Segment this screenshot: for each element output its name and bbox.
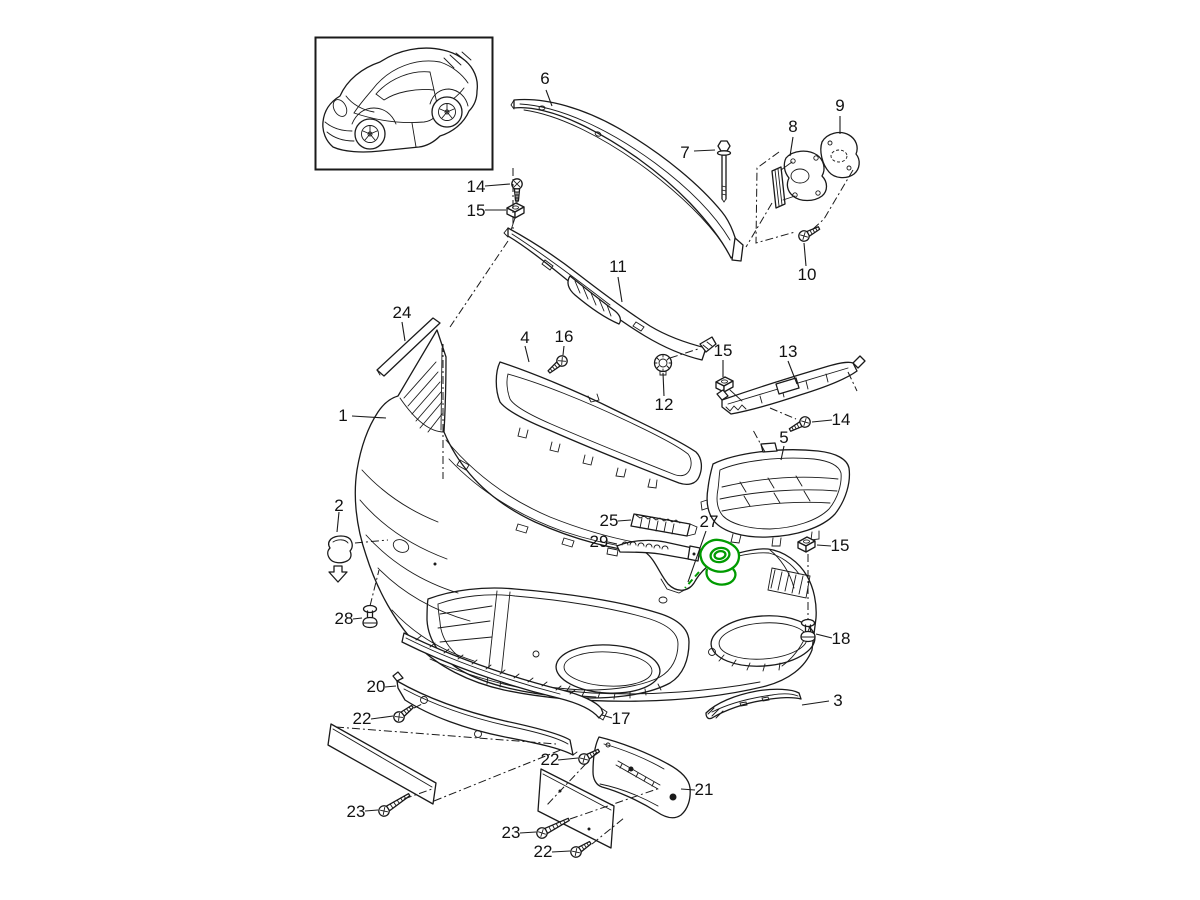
callout-14-13[interactable]: 14 (467, 177, 486, 196)
callout-4-3[interactable]: 4 (520, 328, 529, 347)
part-15-clip-middle[interactable] (715, 376, 734, 393)
license-plate-blank-right (537, 768, 615, 849)
callout-14-14[interactable]: 14 (832, 410, 851, 429)
callout-13-12[interactable]: 13 (779, 342, 798, 361)
callout-27-30[interactable]: 27 (700, 512, 719, 531)
callout-15-17[interactable]: 15 (831, 536, 850, 555)
car-icon (322, 47, 479, 153)
callout-10-9[interactable]: 10 (798, 265, 817, 284)
leader-lines (336, 89, 841, 853)
part-4-center-grille[interactable] (495, 361, 703, 489)
construction-lines (335, 151, 858, 845)
part-11-cowl-trim-strip[interactable] (503, 227, 717, 361)
license-plate-blank-left (327, 723, 437, 805)
callout-8-7[interactable]: 8 (788, 117, 797, 136)
part-29-bracket[interactable] (616, 539, 701, 562)
callout-21-22[interactable]: 21 (695, 780, 714, 799)
part-8-mount-bracket[interactable] (771, 150, 828, 209)
part-7-bolt[interactable] (716, 140, 732, 203)
callout-11-10[interactable]: 11 (609, 257, 627, 276)
callout-20-21[interactable]: 20 (367, 677, 386, 696)
part-12-grommet[interactable] (653, 353, 673, 376)
vehicle-thumbnail (314, 36, 494, 171)
part-23-screw-left[interactable] (376, 789, 413, 819)
callout-15-15[interactable]: 15 (467, 201, 486, 220)
callout-22-24[interactable]: 22 (541, 750, 560, 769)
callout-24-28[interactable]: 24 (393, 303, 412, 322)
part-20-license-bracket-left[interactable] (392, 671, 578, 756)
part-21-license-bracket-right[interactable] (592, 736, 691, 819)
part-24-seal-strip[interactable] (376, 317, 441, 377)
part-10-screw[interactable] (796, 222, 823, 244)
part-15-clip-right[interactable] (797, 536, 816, 553)
part-27-washer-nozzle-highlighted[interactable] (684, 538, 741, 589)
callout-29-32[interactable]: 29 (590, 532, 609, 551)
callout-23-27[interactable]: 23 (502, 823, 521, 842)
thumbnail-frame (314, 36, 494, 171)
callout-25-29[interactable]: 25 (600, 511, 619, 530)
callout-3-2[interactable]: 3 (833, 691, 842, 710)
callout-1-0[interactable]: 1 (338, 406, 347, 425)
part-28-rivet[interactable] (362, 604, 378, 629)
part-5-side-grille[interactable] (700, 442, 851, 547)
part-15-clip-upper[interactable] (506, 202, 525, 219)
part-6-bumper-reinforcement[interactable] (510, 98, 744, 262)
callout-23-26[interactable]: 23 (347, 802, 366, 821)
callout-22-23[interactable]: 22 (353, 709, 372, 728)
part-13-support-rail[interactable] (716, 355, 866, 415)
callout-7-6[interactable]: 7 (680, 143, 689, 162)
down-arrow-icon (328, 565, 348, 583)
callout-15-16[interactable]: 15 (714, 341, 733, 360)
washer-cap-hole (392, 539, 410, 553)
part-2-cover-cap[interactable] (327, 535, 353, 583)
part-16-screw[interactable] (544, 353, 570, 377)
part-9-gasket-plate[interactable] (820, 131, 860, 179)
callout-22-25[interactable]: 22 (534, 842, 553, 861)
callout-labels: 1234567891011121314141515151617182021222… (334, 69, 850, 861)
part-14-screw-right[interactable] (786, 414, 813, 436)
part-3-corner-spoiler[interactable] (705, 688, 802, 720)
callout-12-11[interactable]: 12 (655, 395, 674, 414)
callout-18-20[interactable]: 18 (832, 629, 851, 648)
callout-17-19[interactable]: 17 (612, 709, 631, 728)
callout-5-4[interactable]: 5 (779, 428, 788, 447)
part-22-screw-mid-bottom[interactable] (568, 837, 594, 860)
callout-9-8[interactable]: 9 (835, 96, 844, 115)
part-22-screw-left[interactable] (391, 701, 417, 725)
callout-6-5[interactable]: 6 (540, 69, 549, 88)
part-25-bracket-strip[interactable] (630, 513, 698, 537)
callout-2-1[interactable]: 2 (334, 496, 343, 515)
callout-16-18[interactable]: 16 (555, 327, 574, 346)
callout-28-31[interactable]: 28 (335, 609, 354, 628)
